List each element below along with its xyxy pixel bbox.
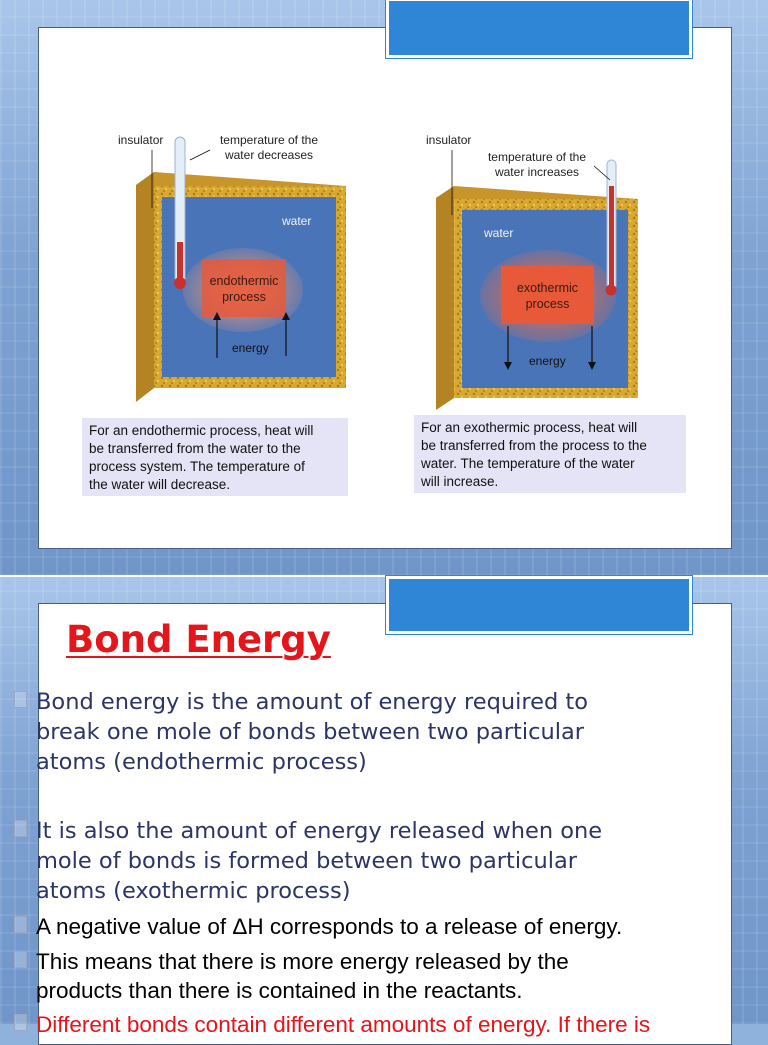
bullet-text: Bond energy is the amount of energy requ… — [36, 687, 588, 777]
endothermic-caption: For an endothermic process, heat will be… — [82, 418, 348, 496]
bullet-line: atoms (exothermic process) — [36, 878, 351, 904]
slide-2-header-block — [386, 576, 692, 634]
temperature-label-line: water increases — [494, 165, 580, 179]
bullet-line: Different bonds contain different amount… — [36, 1012, 651, 1037]
bullet-line: This means that there is more energy rel… — [36, 949, 569, 974]
bullet-line: A negative value of ΔH corresponds to a … — [36, 914, 623, 939]
bullet-text: Different bonds contain different amount… — [36, 1010, 650, 1039]
calorimeter-diagram — [136, 136, 638, 410]
bullet-marker-icon — [14, 1014, 27, 1031]
bullet-line: Bond energy is the amount of energy requ… — [36, 689, 589, 715]
exothermic-caption: For an exothermic process, heat will be … — [414, 415, 686, 493]
exothermic-process-box — [501, 266, 594, 324]
bullet-marker-icon — [14, 691, 27, 708]
temperature-label: temperature of the water decreases — [206, 133, 332, 163]
caption-line: will increase. — [421, 474, 499, 489]
bullet-text: It is also the amount of energy released… — [36, 816, 602, 906]
temperature-label-line: temperature of the — [487, 150, 587, 164]
bullet-text: A negative value of ΔH corresponds to a … — [36, 912, 622, 941]
energy-label: energy — [232, 341, 269, 355]
bullet-line: atoms (endothermic process) — [36, 749, 367, 775]
slide-divider — [0, 575, 768, 577]
energy-label: energy — [529, 354, 566, 368]
slide-2-content-panel — [38, 603, 732, 1045]
caption-line: For an exothermic process, heat will — [421, 420, 638, 435]
process-label-line: process — [525, 297, 570, 311]
bullet-marker-icon — [14, 951, 27, 968]
caption-line: water. The temperature of the water — [421, 456, 635, 471]
bullet-line: products than there is contained in the … — [36, 978, 523, 1003]
caption-line: be transferred from the water to the — [89, 441, 301, 456]
bullet-line: It is also the amount of energy released… — [36, 818, 603, 844]
insulator-label: insulator — [118, 133, 164, 147]
endothermic-process-box — [202, 259, 286, 317]
caption-line: For an endothermic process, heat will — [89, 423, 314, 438]
bullet-text: This means that there is more energy rel… — [36, 947, 569, 1005]
slide-1-header-block — [386, 0, 692, 58]
bullet-marker-icon — [14, 820, 27, 837]
slide-title: Bond Energy — [66, 618, 331, 661]
water-label: water — [484, 226, 514, 240]
process-label: endothermic process — [202, 273, 286, 305]
process-label: exothermic process — [501, 280, 594, 312]
exothermic-container — [436, 150, 638, 410]
process-label-line: process — [222, 290, 266, 304]
bullet-line: break one mole of bonds between two part… — [36, 719, 585, 745]
temperature-label: temperature of the water increases — [474, 150, 600, 180]
caption-line: process system. The temperature of — [89, 459, 305, 474]
insulator-label: insulator — [426, 133, 472, 147]
temperature-label-line: temperature of the — [219, 133, 319, 147]
bullet-line: mole of bonds is formed between two part… — [36, 848, 577, 874]
caption-line: be transferred from the process to the — [421, 438, 647, 453]
caption-line: the water will decrease. — [89, 477, 231, 492]
endothermic-container — [136, 136, 346, 402]
temperature-label-line: water decreases — [224, 148, 314, 162]
process-label-line: exothermic — [516, 281, 579, 295]
bullet-marker-icon — [14, 916, 27, 933]
process-label-line: endothermic — [209, 274, 279, 288]
water-label: water — [282, 214, 312, 228]
